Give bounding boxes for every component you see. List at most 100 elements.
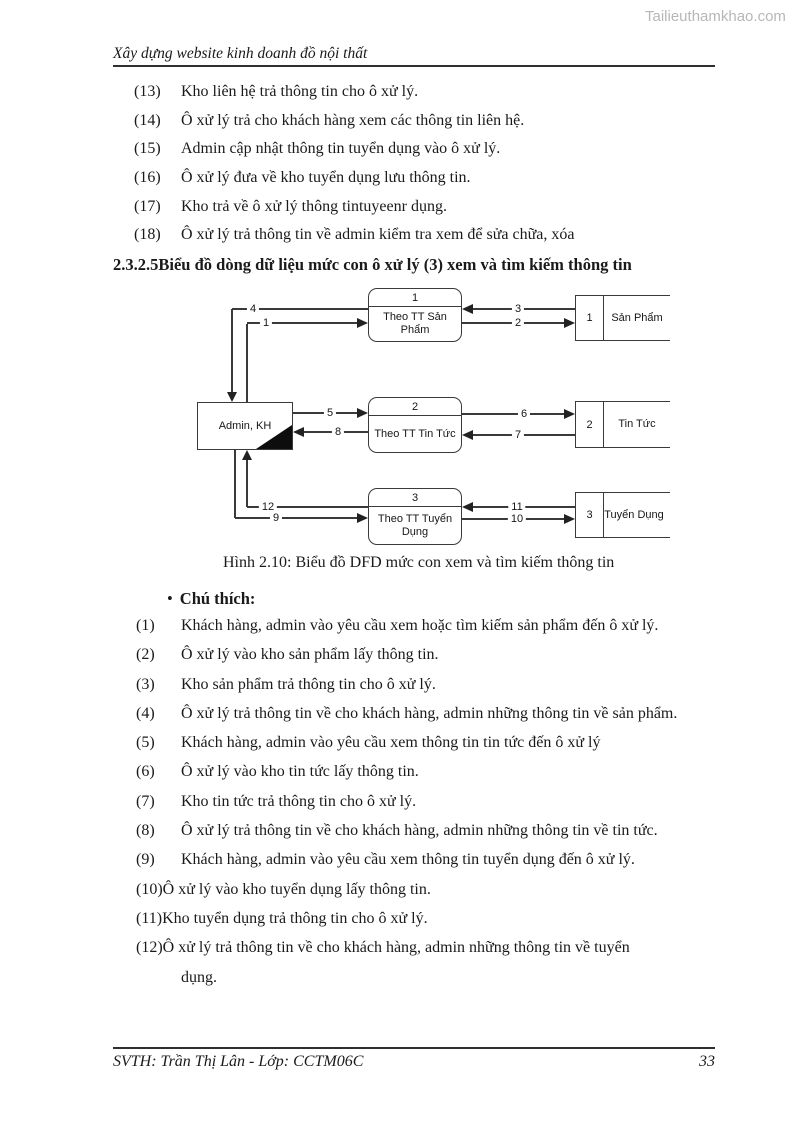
process-label: Theo TT Sản Phẩm	[383, 311, 447, 336]
flow-line-10	[462, 518, 564, 520]
arrowhead-left	[462, 430, 473, 440]
data-store-3: 3 Tuyển Dụng	[575, 492, 670, 538]
section-heading: 2.3.2.5Biểu đồ dòng dữ liệu mức con ô xử…	[113, 255, 632, 274]
store-number: 3	[576, 493, 604, 537]
figure-caption: Hình 2.10: Biểu đồ DFD mức con xem và tì…	[223, 554, 615, 571]
list-item-number: (11)	[136, 909, 163, 927]
flow-line-2	[462, 322, 564, 324]
process-number: 2	[369, 398, 461, 416]
arrowhead-right	[357, 513, 368, 523]
flow-label-3: 3	[511, 303, 525, 315]
list-item: (17) Kho trả về ô xử lý thông tintuyeenr …	[134, 198, 754, 227]
bullet-glyph: •	[167, 589, 173, 608]
flow-line-1	[247, 322, 357, 324]
list-item-text: Ô xử lý trả thông tin về cho khách hàng,…	[181, 704, 678, 722]
list-item-text: dụng.	[181, 968, 217, 986]
list-upper: (13) Kho liên hệ trả thông tin cho ô xử l…	[134, 83, 754, 255]
list-item: (13) Kho liên hệ trả thông tin cho ô xử l…	[134, 83, 754, 112]
flow-line-12	[246, 460, 248, 507]
list-item: (10)Ô xử lý vào kho tuyển dụng lấy thông…	[136, 881, 756, 910]
header-rule	[113, 65, 715, 67]
process-2: 2 Theo TT Tin Tức	[368, 397, 462, 453]
list-item-text: Ô xử lý trả thông tin về cho khách hàng,…	[181, 822, 658, 840]
arrowhead-down	[227, 392, 237, 402]
flow-line-7	[473, 434, 575, 436]
page-number: 33	[699, 1053, 715, 1070]
list-item: (1) Khách hàng, admin vào yêu cầu xem hoặ…	[136, 617, 756, 646]
process-number: 3	[369, 489, 461, 507]
list-item-text: Khách hàng, admin vào yêu cầu xem thông …	[181, 734, 601, 752]
arrowhead-left	[293, 427, 304, 437]
list-item: (4)Ô xử lý trả thông tin về cho khách hà…	[136, 705, 756, 734]
flow-line-1	[246, 324, 248, 402]
data-store-2: 2 Tin Tức	[575, 401, 670, 448]
flow-label-6: 6	[517, 408, 531, 420]
flow-label-12: 12	[258, 501, 278, 513]
notes-heading: •Chú thích:	[167, 589, 255, 609]
list-item: (11)Kho tuyển dụng trả thông tin cho ô x…	[136, 910, 756, 939]
list-notes: (1) Khách hàng, admin vào yêu cầu xem hoặ…	[136, 617, 756, 998]
flow-line-9	[234, 450, 236, 518]
list-item-text: Ô xử lý đưa về kho tuyển dụng lưu thông …	[181, 169, 471, 187]
footer-author: SVTH: Trần Thị Lân - Lớp: CCTM06C	[113, 1053, 364, 1070]
list-item-text: Ô xử lý vào kho tuyển dụng lấy thông tin…	[162, 880, 431, 898]
list-item-text: Ô xử lý trả thông tin về admin kiểm tra …	[181, 226, 575, 244]
list-item-number: (7)	[136, 792, 155, 810]
list-item-number: (9)	[136, 851, 155, 869]
list-item-number: (17)	[134, 197, 161, 215]
arrowhead-up	[242, 450, 252, 460]
flow-label-11: 11	[508, 501, 526, 513]
flow-line-12	[247, 506, 368, 508]
list-item: (3)Kho sản phẩm trả thông tin cho ô xử l…	[136, 676, 756, 705]
list-item-number: (2)	[136, 646, 155, 664]
list-item-text: Khách hàng, admin vào yêu cầu xem hoặc t…	[181, 617, 659, 634]
arrowhead-right	[564, 409, 575, 419]
list-item: (8)Ô xử lý trả thông tin về cho khách hà…	[136, 822, 756, 851]
flow-label-10: 10	[507, 513, 527, 525]
list-item-number: (15)	[134, 140, 161, 158]
process-1: 1 Theo TT Sản Phẩm	[368, 288, 462, 342]
list-item-number: (18)	[134, 226, 161, 244]
list-item-number: (10)	[136, 880, 163, 898]
process-3: 3 Theo TT Tuyển Dụng	[368, 488, 462, 545]
arrowhead-right	[357, 408, 368, 418]
list-item-text: Ô xử lý trả thông tin về cho khách hàng,…	[162, 939, 630, 957]
list-item: (14) Ô xử lý trả cho khách hàng xem các t…	[134, 112, 754, 141]
flow-line-4	[232, 308, 368, 310]
arrowhead-left	[462, 304, 473, 314]
list-item-text: Ô xử lý vào kho sản phẩm lấy thông tin.	[181, 646, 439, 664]
list-item-number: (3)	[136, 675, 155, 693]
flow-line-4	[231, 309, 233, 393]
footer-rule	[113, 1047, 715, 1049]
arrowhead-left	[462, 502, 473, 512]
list-item-number: (5)	[136, 734, 155, 752]
process-number: 1	[369, 289, 461, 307]
process-label: Theo TT Tuyển Dụng	[377, 512, 453, 538]
store-label: Tin Tức	[618, 418, 656, 430]
list-item-text: Kho trả về ô xử lý thông tintuyeenr dụng…	[181, 197, 447, 215]
flow-label-1: 1	[259, 317, 273, 329]
list-item-number: (1)	[136, 617, 155, 634]
list-item-number: (6)	[136, 763, 155, 781]
list-item: (16) Ô xử lý đưa về kho tuyển dụng lưu th…	[134, 169, 754, 198]
list-item-number: (16)	[134, 169, 161, 187]
flow-line-5	[293, 412, 357, 414]
list-item-number: (13)	[134, 83, 161, 100]
list-item-text: Kho tuyển dụng trả thông tin cho ô xử lý…	[162, 909, 428, 927]
flow-line-9	[235, 517, 357, 519]
flow-label-8: 8	[331, 426, 345, 438]
store-label: Tuyển Dụng	[604, 508, 664, 521]
watermark-text: Tailieuthamkhao.com	[645, 8, 786, 25]
flow-line-3	[473, 308, 575, 310]
list-item: (2) Ô xử lý vào kho sản phẩm lấy thông ti…	[136, 646, 756, 675]
list-item-continuation: dụng.	[136, 969, 756, 998]
list-item: (5) Khách hàng, admin vào yêu cầu xem thô…	[136, 734, 756, 763]
list-item-text: Admin cập nhật thông tin tuyển dụng vào …	[181, 140, 501, 158]
list-item-text: Kho liên hệ trả thông tin cho ô xử lý.	[181, 83, 419, 100]
list-item-text: Ô xử lý trả cho khách hàng xem các thông…	[181, 111, 525, 129]
list-item: (18) Ô xử lý trả thông tin về admin kiểm …	[134, 226, 754, 255]
arrowhead-right	[357, 318, 368, 328]
list-item-number: (14)	[134, 111, 161, 129]
running-header-title: Xây dựng website kinh doanh đồ nội thất	[113, 45, 368, 62]
